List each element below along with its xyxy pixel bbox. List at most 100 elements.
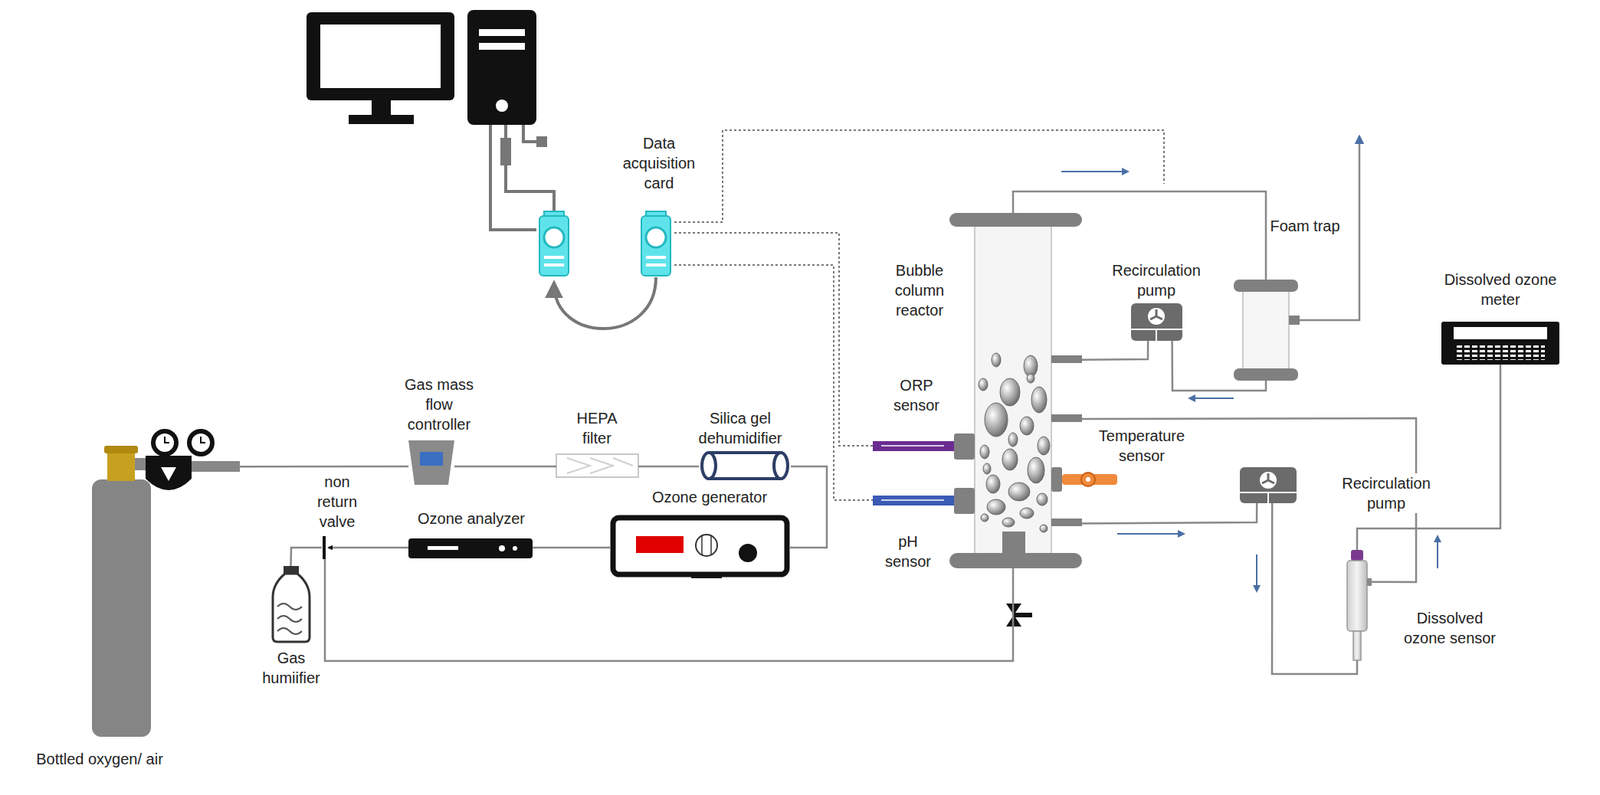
drawing-part: [645, 263, 666, 267]
drawing-part: [980, 514, 989, 522]
drawing-part: [991, 353, 1001, 368]
drawing-part: [1117, 533, 1184, 535]
drawing-part: [467, 9, 537, 125]
drawing-part: [1353, 631, 1361, 661]
gas-liquid-pipe: [327, 547, 409, 550]
drawing-part: [191, 461, 240, 473]
drawing-part: [1013, 613, 1033, 618]
drawing-part: [954, 488, 975, 515]
drawing-part: [949, 213, 1082, 227]
drawing-part: [544, 227, 564, 248]
daq-card: [539, 211, 569, 276]
drawing-part: [1262, 473, 1275, 484]
drawing-part: [1036, 493, 1048, 506]
component-box: pH sensor: [872, 495, 955, 506]
component-box: Temperature sensor: [1062, 467, 1118, 492]
component-box: Ozone analyzer: [408, 538, 533, 559]
component-label: Data acquisition card: [615, 133, 704, 194]
drawing-part: [419, 452, 443, 466]
drawing-part: [701, 452, 716, 479]
signal-wire: [674, 265, 873, 501]
ozone-meter: [1441, 321, 1560, 365]
drawing-part: [104, 445, 138, 454]
daq-card: [641, 211, 671, 276]
ph-probe: [872, 495, 955, 506]
drawing-part: [1002, 518, 1015, 528]
drawing-part: [691, 574, 722, 579]
component-label: Gas humiifier: [252, 648, 330, 689]
foam-trap-vessel: [1233, 279, 1300, 381]
drawing-part: [556, 454, 639, 478]
drawing-part: [544, 263, 564, 267]
drawing-part: [200, 436, 206, 443]
drawing-part: [1147, 308, 1165, 325]
gas-liquid-pipe: [291, 547, 323, 567]
drawing-part: [1081, 472, 1096, 487]
component-box: Bottled oxygen/ air: [91, 433, 240, 738]
drawing-part: [1155, 329, 1158, 341]
drawing-part: [954, 433, 975, 460]
drawing-part: [1027, 457, 1045, 484]
drawing-part: [191, 433, 210, 453]
gas-liquid-pipe: [532, 547, 611, 550]
drawing-part: [978, 378, 988, 391]
gas-liquid-pipe: [324, 559, 1014, 662]
signal-wire: [674, 130, 1164, 223]
check-valve: [322, 536, 326, 560]
drawing-part: [881, 445, 945, 447]
drawing-part: [636, 536, 684, 554]
component-label: Bubble column reactor: [875, 260, 964, 321]
drawing-part: [1019, 416, 1034, 436]
drawing-part: [408, 538, 533, 559]
bubble-column: [949, 213, 1082, 569]
component-label: Foam trap: [1268, 216, 1342, 237]
drawing-part: [1051, 355, 1082, 364]
drawing-part: [613, 518, 787, 575]
drawing-part: [408, 440, 455, 486]
drawing-part: [1239, 467, 1297, 504]
drawing-part: [1131, 303, 1183, 341]
drawing-part: [478, 42, 525, 50]
drawing-part: [107, 452, 135, 482]
gas-liquid-pipe: [1172, 340, 1266, 391]
gas-liquid-pipe: [789, 466, 827, 548]
drawing-part: [544, 255, 564, 260]
component-box: Ozone generator: [610, 515, 790, 578]
drawing-part: [978, 353, 1050, 533]
drawing-part: [523, 124, 537, 142]
drawing-part: [1051, 467, 1063, 492]
drawing-part: [145, 455, 192, 491]
component-box: non return valve: [321, 536, 328, 560]
drawing-part: [478, 29, 525, 37]
gas-liquid-pipe: [1081, 340, 1148, 361]
component-box: Recirculation pump: [1131, 303, 1183, 341]
component-box: Recirculation pump: [1239, 467, 1297, 504]
component-label: Gas mass flow controller: [396, 374, 482, 435]
drawing-part: [1441, 321, 1560, 365]
drawing-part: [1026, 373, 1035, 384]
drawing-part: [498, 545, 505, 552]
pump-icon: [1239, 467, 1297, 504]
drawing-part: [1350, 550, 1364, 561]
drawing-part: [986, 475, 1000, 494]
diffuser-valve: [1006, 603, 1033, 627]
ozone-analyzer: [408, 538, 533, 559]
drawing-part: [1051, 518, 1082, 527]
component-box: Gas humiifier: [270, 566, 312, 643]
drawing-part: [773, 452, 788, 479]
gas-liquid-pipe: [454, 465, 557, 469]
computer-monitor: [306, 12, 455, 125]
component-label: non return valve: [310, 472, 364, 532]
component-label: pH sensor: [879, 531, 938, 572]
drawing-part: [1061, 170, 1128, 173]
gas-liquid-pipe: [1081, 503, 1257, 525]
drawing-part: [974, 222, 1052, 560]
drawing-part: [567, 458, 633, 474]
component-label: Dissolved ozone sensor: [1400, 608, 1500, 649]
drawing-part: [872, 441, 955, 452]
drawing-part: [1000, 378, 1020, 407]
drawing-part: [1455, 344, 1545, 361]
drawing-part: [980, 445, 990, 460]
drawing-part: [186, 429, 215, 457]
